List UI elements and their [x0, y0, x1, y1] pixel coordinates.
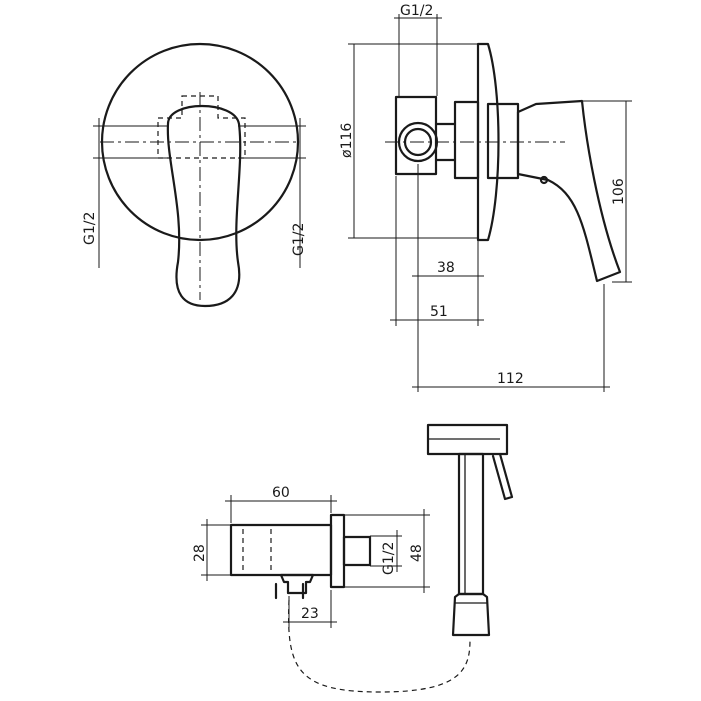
wall-flange [329, 513, 346, 589]
lever-handle-side [516, 99, 622, 283]
wall-elbow-body [229, 523, 333, 577]
thread-nipple [342, 535, 372, 567]
thread-label-right: G1/2 [291, 223, 307, 256]
width-label-60: 60 [272, 485, 290, 501]
hose-nut [279, 573, 315, 595]
cartridge-housing [486, 102, 520, 180]
offset-label-23: 23 [301, 606, 319, 622]
lever-handle-front [166, 105, 242, 308]
handle-grip [451, 592, 491, 637]
depth-label-38: 38 [437, 260, 455, 276]
wall-plate [476, 42, 500, 242]
thread-label-left: G1/2 [82, 212, 98, 245]
height-label: 106 [611, 178, 627, 205]
thread-label: G1/2 [381, 542, 397, 575]
thread-top-label: G1/2 [400, 3, 433, 19]
diameter-label: ø116 [339, 123, 355, 158]
lever-screw [539, 175, 549, 185]
depth-label-51: 51 [430, 304, 448, 320]
shower-hose [288, 599, 471, 693]
height-label-48: 48 [409, 544, 425, 562]
front-view: G1/2 G1/2 [82, 42, 307, 308]
trigger-lever [491, 452, 514, 501]
side-view: G1/2 ø116 106 38 51 112 [339, 3, 632, 392]
mixer-body [453, 100, 480, 180]
height-label-28: 28 [192, 544, 208, 562]
hand-shower-handle [457, 452, 485, 596]
shower-set-view: 60 28 23 G1/2 48 [192, 423, 514, 693]
length-label-112: 112 [497, 371, 524, 387]
